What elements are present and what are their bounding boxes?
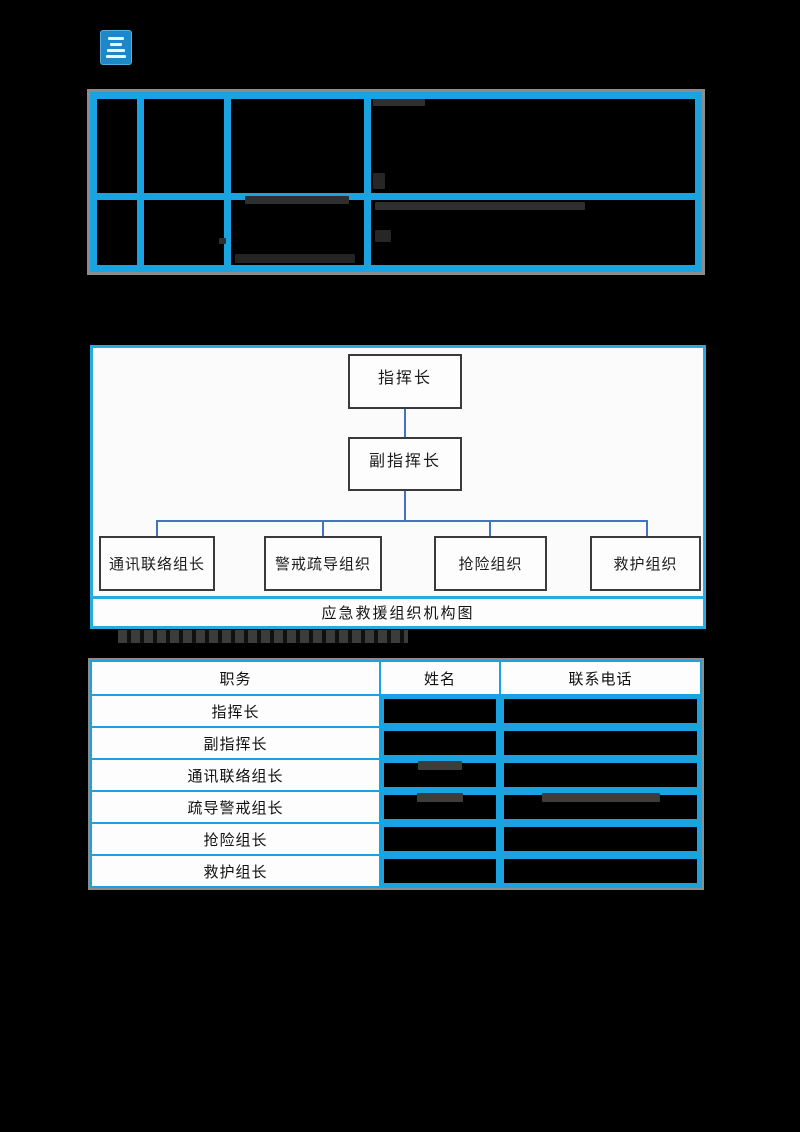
logo-text-line <box>107 49 125 52</box>
table-cell-redacted <box>231 99 364 193</box>
position-cell: 通讯联络组长 <box>92 760 379 790</box>
column-header-position: 职务 <box>92 662 379 694</box>
org-node-label: 通讯联络组长 <box>108 557 205 573</box>
redaction-remnant <box>235 254 355 263</box>
org-node-commander: 指挥长 <box>348 354 462 409</box>
table-cell-redacted <box>144 200 226 265</box>
org-node-label: 抢险组织 <box>458 557 523 573</box>
position-cell: 抢险组长 <box>92 824 379 854</box>
redaction-remnant <box>418 761 462 770</box>
redacted-phone-cell <box>501 696 700 726</box>
redaction-remnant <box>118 630 408 643</box>
org-node-deputy: 副指挥长 <box>348 437 462 491</box>
table-cell-redacted <box>371 200 695 265</box>
redacted-name-cell <box>381 728 499 758</box>
redacted-name-cell <box>381 824 499 854</box>
org-node-group-rescue: 抢险组织 <box>434 536 547 591</box>
redaction-remnant <box>373 173 385 189</box>
redacted-name-cell <box>381 856 499 886</box>
connector-line <box>646 520 648 536</box>
column-header-name: 姓名 <box>381 662 499 694</box>
contact-table: 职务 姓名 联系电话 指挥长 副指挥长 通讯联络组长 疏导警戒组长 抢险组长 救… <box>88 658 704 890</box>
position-cell: 指挥长 <box>92 696 379 726</box>
redacted-name-cell <box>381 696 499 726</box>
connector-line <box>489 520 491 536</box>
connector-line <box>156 520 158 536</box>
table-cell-redacted <box>97 200 137 265</box>
table-cell-redacted <box>231 196 364 265</box>
redacted-name-cell <box>381 792 499 822</box>
table-cell-redacted <box>371 99 695 193</box>
table-cell-redacted <box>144 99 224 193</box>
redacted-phone-cell <box>501 728 700 758</box>
org-node-label: 副指挥长 <box>368 453 441 470</box>
connector-line <box>156 520 648 522</box>
org-node-group-firstaid: 救护组织 <box>590 536 701 591</box>
org-chart-panel: 指挥长 副指挥长 通讯联络组长 警戒疏导组织 <box>90 345 706 629</box>
position-cell: 救护组长 <box>92 856 379 886</box>
redaction-remnant <box>541 793 660 802</box>
position-cell: 副指挥长 <box>92 728 379 758</box>
top-info-table <box>87 89 705 275</box>
redacted-heading-bar <box>90 629 706 654</box>
column-header-phone: 联系电话 <box>501 662 700 694</box>
org-chart-caption: 应急救援组织机构图 <box>93 596 703 626</box>
redacted-phone-cell <box>501 824 700 854</box>
org-node-label: 救护组织 <box>613 557 678 573</box>
table-cell-redacted <box>97 99 137 193</box>
org-node-label: 警戒疏导组织 <box>274 557 371 573</box>
position-cell: 疏导警戒组长 <box>92 792 379 822</box>
redacted-phone-cell <box>501 760 700 790</box>
redacted-phone-cell <box>501 856 700 886</box>
org-chart-caption-text: 应急救援组织机构图 <box>321 606 475 622</box>
redaction-remnant <box>375 202 585 210</box>
redaction-remnant <box>373 99 425 106</box>
org-node-group-communication: 通讯联络组长 <box>99 536 215 591</box>
redaction-remnant <box>245 196 349 204</box>
connector-line <box>322 520 324 536</box>
logo-text-line <box>106 55 126 58</box>
company-logo <box>100 30 132 65</box>
connector-line <box>404 491 406 520</box>
redacted-phone-cell <box>501 792 700 822</box>
redaction-remnant <box>417 793 463 802</box>
redaction-remnant <box>219 238 226 244</box>
redacted-name-cell <box>381 760 499 790</box>
org-node-group-guard: 警戒疏导组织 <box>264 536 382 591</box>
org-node-label: 指挥长 <box>377 370 432 387</box>
redaction-remnant <box>375 230 391 242</box>
logo-text-line <box>108 37 124 40</box>
connector-line <box>404 409 406 437</box>
logo-text-line <box>110 43 122 46</box>
